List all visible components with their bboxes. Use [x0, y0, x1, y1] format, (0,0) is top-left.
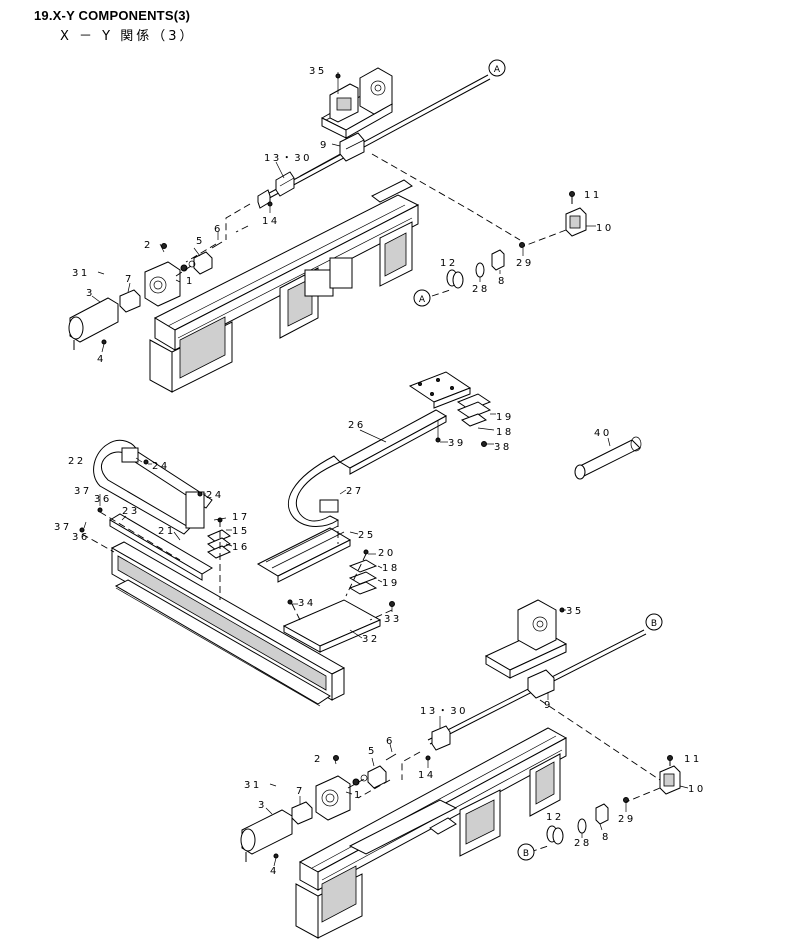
page-title: 19.X-Y COMPONENTS(3)	[34, 8, 191, 23]
part-label: 33	[384, 614, 402, 625]
base-frame-bottom	[295, 727, 568, 939]
part-label: 35	[566, 606, 584, 617]
part-label: 6	[214, 224, 223, 235]
long-beam-21	[109, 513, 346, 707]
part-label: 25	[358, 530, 376, 541]
part-label: 13・30	[264, 153, 312, 164]
part-label: 11	[684, 754, 702, 765]
part-label: 5	[368, 746, 377, 757]
part-label: 29	[516, 258, 534, 269]
part-label: 22	[68, 456, 86, 467]
callout-a-label: A	[419, 295, 426, 305]
small-brackets-mid	[79, 507, 378, 595]
part-label: 4	[270, 866, 279, 877]
part-label: 15	[232, 526, 250, 537]
part-label: 32	[362, 634, 380, 645]
callout-b-label: B	[651, 619, 657, 629]
part-label: 9	[320, 140, 329, 151]
pipe-40	[574, 436, 642, 480]
part-label: 28	[472, 284, 490, 295]
part-label: 19	[382, 578, 400, 589]
part-label: 10	[688, 784, 706, 795]
part-number-labels: 35 9 13・30 14 11 10 6 2 5 1 12 29 31 7 3…	[54, 66, 706, 877]
part-label: 19	[496, 412, 514, 423]
part-label: 11	[584, 190, 602, 201]
part-label: 16	[232, 542, 250, 553]
part-label: 1	[354, 790, 363, 801]
part-label: 7	[125, 274, 134, 285]
part-label: 4	[97, 354, 106, 365]
page-subtitle: X － Y 関係（3）	[60, 29, 196, 44]
part-label: 36	[94, 494, 112, 505]
ballscrew-support-bracket-top	[320, 67, 394, 139]
motor-assembly-bottom	[240, 753, 397, 862]
part-label: 20	[378, 548, 396, 559]
part-label: 3	[86, 288, 95, 299]
part-label: 34	[298, 598, 316, 609]
callout-b-bottom: B	[517, 843, 535, 861]
callout-b-top: B	[645, 613, 663, 631]
part-label: 23	[122, 506, 140, 517]
part-label: 29	[618, 814, 636, 825]
part-label: 18	[382, 563, 400, 574]
bearing-parts-bottom	[546, 755, 681, 845]
part-label: 26	[348, 420, 366, 431]
part-label: 10	[596, 223, 614, 234]
part-label: 9	[544, 700, 553, 711]
part-label: 7	[296, 786, 305, 797]
part-label: 12	[546, 812, 564, 823]
part-label: 1	[186, 276, 195, 287]
part-label: 31	[244, 780, 262, 791]
top-assembly	[68, 67, 596, 393]
part-label: 12	[440, 258, 458, 269]
part-label: 2	[314, 754, 323, 765]
part-label: 2	[144, 240, 153, 251]
part-label: 38	[494, 442, 512, 453]
part-label: 36	[72, 532, 90, 543]
bottom-assembly	[240, 599, 689, 939]
part-label: 5	[196, 236, 205, 247]
part-label: 35	[309, 66, 327, 77]
ball-screw-bottom	[427, 629, 647, 751]
part-label: 6	[386, 736, 395, 747]
middle-assembly	[79, 371, 642, 707]
cable-carrier-22	[93, 439, 213, 535]
part-label: 24	[206, 490, 224, 501]
mesh-plate-25	[256, 525, 352, 583]
base-frame-top	[149, 179, 420, 393]
cable-carrier-26	[288, 409, 448, 527]
part-label: 31	[72, 268, 90, 279]
leader-lines-mid	[81, 413, 611, 639]
part-label: 8	[602, 832, 611, 843]
callout-a-label: A	[494, 65, 501, 75]
part-label: 28	[574, 838, 592, 849]
part-label: 14	[262, 216, 280, 227]
part-label: 14	[418, 770, 436, 781]
part-label: 37	[74, 486, 92, 497]
callout-a-top: A	[488, 59, 506, 77]
mounting-plate-32	[282, 599, 395, 653]
callout-a-bottom: A	[413, 289, 431, 307]
leader-lines-top	[91, 72, 596, 353]
callout-b-label: B	[523, 849, 529, 859]
ball-screw-top	[257, 74, 491, 209]
part-label: 18	[496, 427, 514, 438]
leader-lines-bottom	[265, 609, 689, 867]
part-label: 3	[258, 800, 267, 811]
part-label: 40	[594, 428, 612, 439]
bearing-parts-top	[446, 191, 587, 289]
part-label: 13・30	[420, 706, 468, 717]
part-label: 17	[232, 512, 250, 523]
part-label: 8	[498, 276, 507, 287]
ballscrew-support-bracket-bottom	[484, 599, 568, 679]
part-label: 27	[346, 486, 364, 497]
part-label: 39	[448, 438, 466, 449]
part-label: 24	[152, 461, 170, 472]
part-label: 21	[158, 526, 176, 537]
part-label: 37	[54, 522, 72, 533]
motor-assembly-top	[68, 241, 223, 350]
